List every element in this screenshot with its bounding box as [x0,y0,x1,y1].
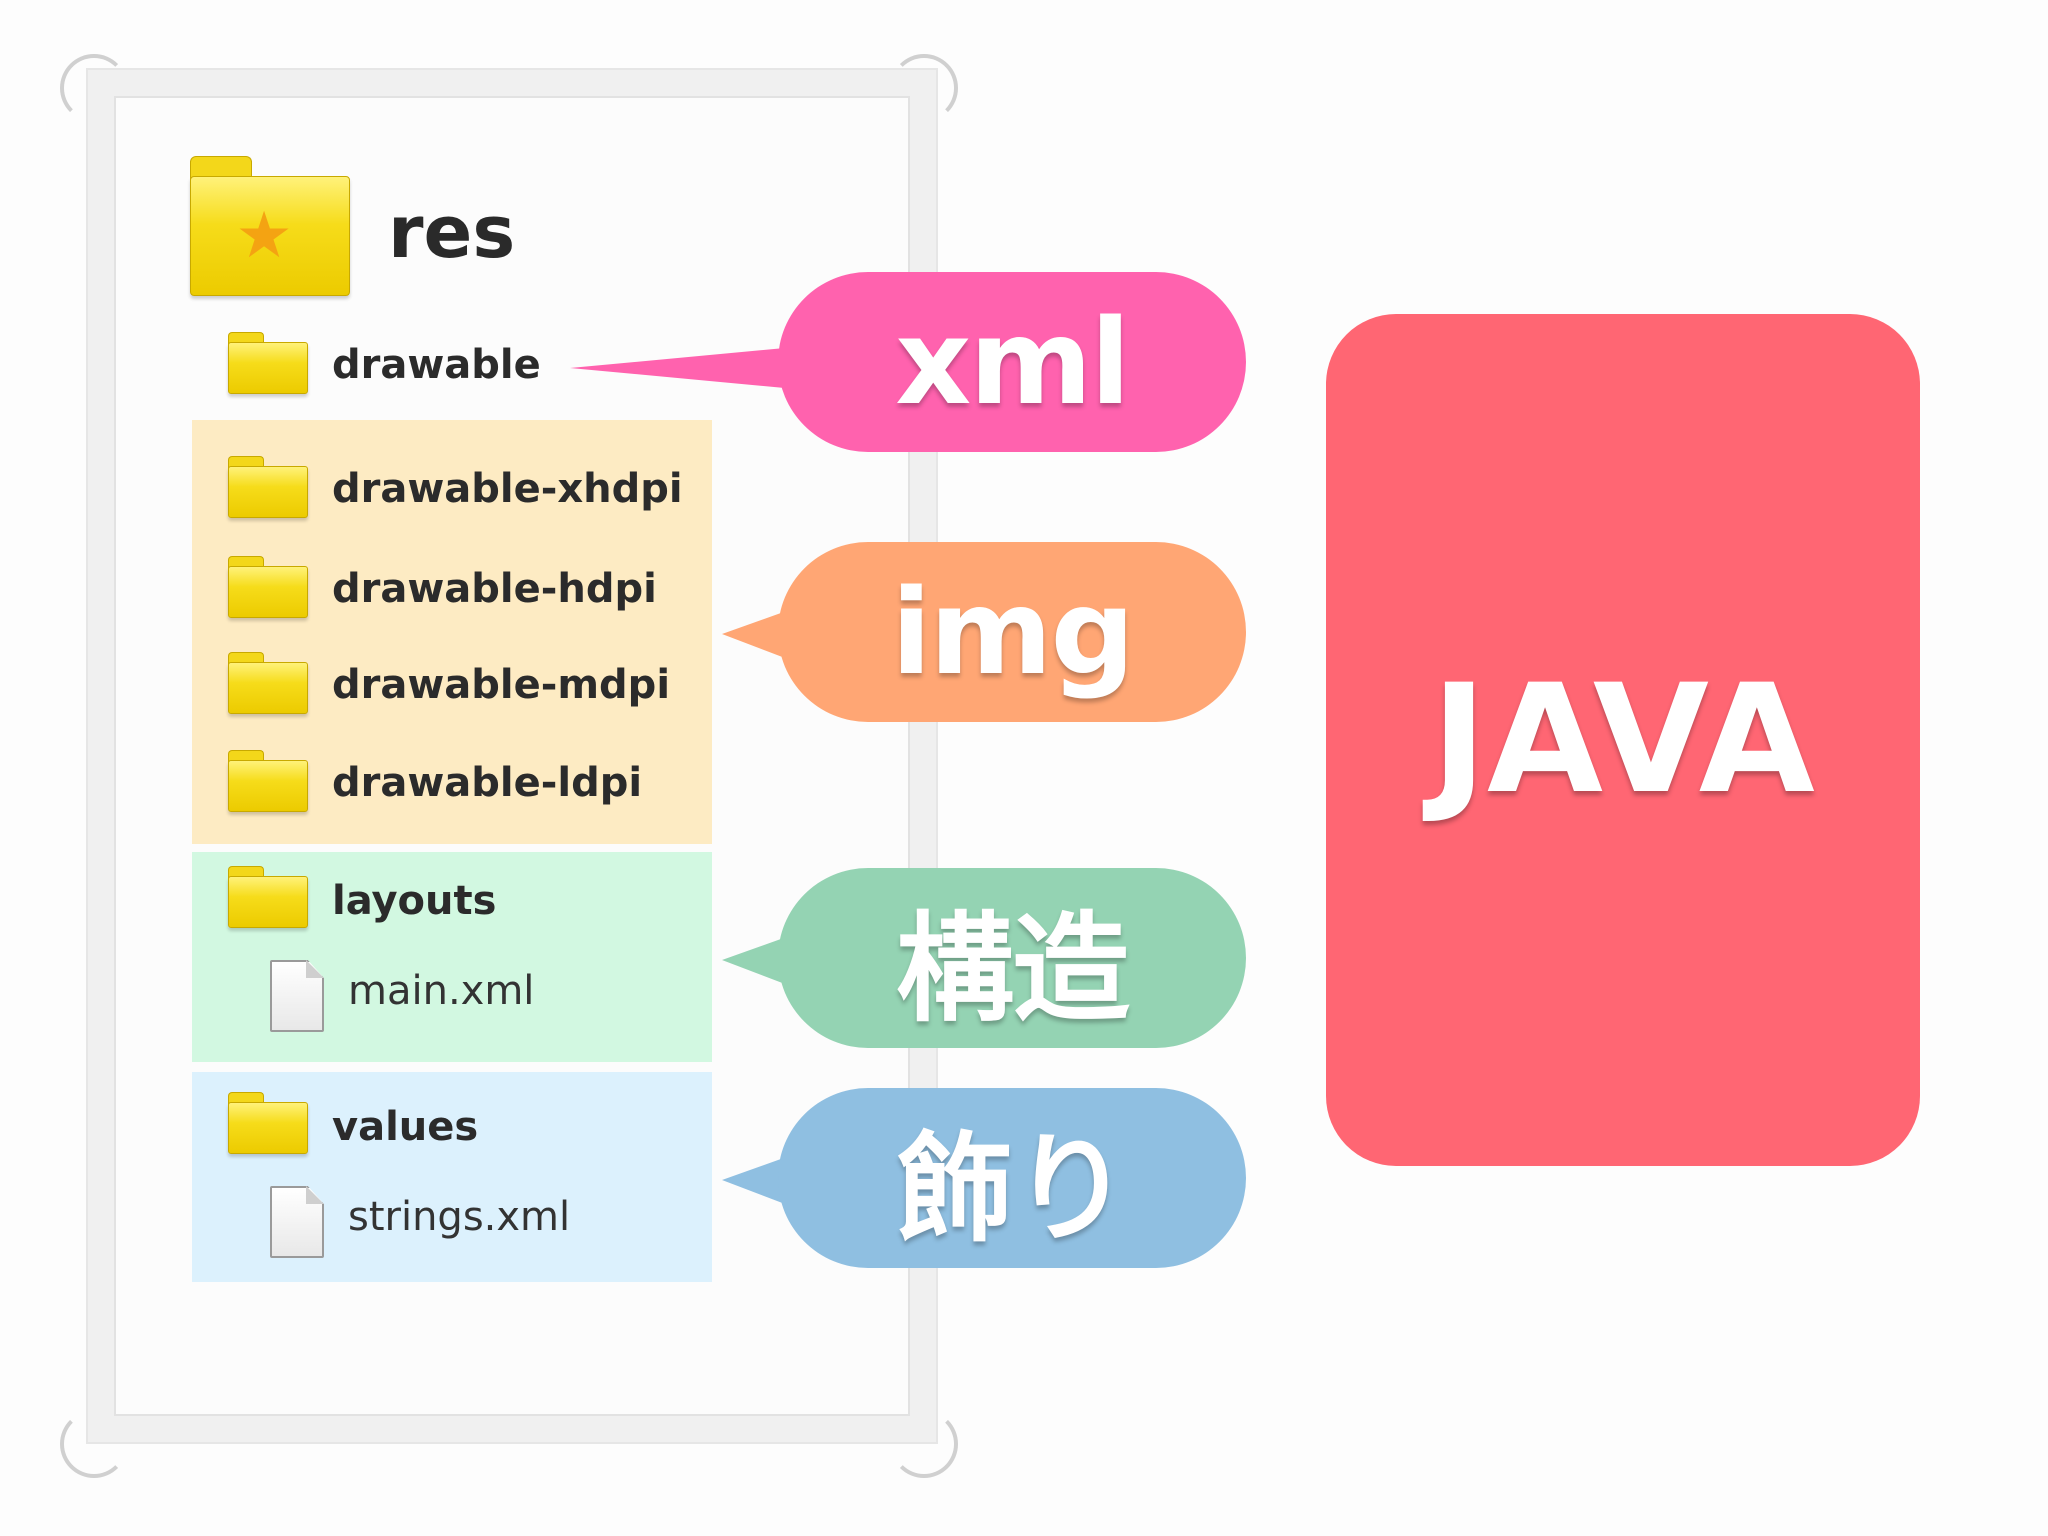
decoration-callout-text: 飾り [895,1119,1130,1258]
folder-label-values: values [332,1104,479,1150]
file-label-strings-xml: strings.xml [348,1194,571,1240]
file-icon [270,960,324,1032]
folder-icon [228,556,308,618]
frame-corner-bottom-left [60,1410,128,1478]
folder-label-drawable-ldpi: drawable-ldpi [332,760,643,806]
root-folder-label: res [388,190,516,274]
structure-callout: 構造 [778,868,1246,1048]
star-icon: ★ [235,199,293,273]
frame-corner-top-right [890,54,958,122]
folder-label-drawable: drawable [332,342,541,388]
folder-icon [228,456,308,518]
frame-corner-top-left [60,54,128,122]
decoration-callout: 飾り [778,1088,1246,1268]
xml-callout-pointer [570,346,806,390]
folder-label-drawable-mdpi: drawable-mdpi [332,662,671,708]
img-callout: img [778,542,1246,722]
star-folder-icon: ★ [190,156,350,296]
java-label: JAVA [1431,653,1815,827]
file-icon [270,1186,324,1258]
folder-icon [228,866,308,928]
folder-icon [228,332,308,394]
folder-icon [228,1092,308,1154]
folder-icon [228,750,308,812]
xml-callout-text: xml [895,293,1131,431]
folder-label-drawable-xhdpi: drawable-xhdpi [332,466,683,512]
img-callout-text: img [891,563,1135,701]
java-card: JAVA [1326,314,1920,1166]
structure-callout-text: 構造 [895,899,1130,1038]
folder-label-drawable-hdpi: drawable-hdpi [332,566,657,612]
folder-label-layouts: layouts [332,878,497,924]
xml-callout: xml [778,272,1246,452]
file-label-main-xml: main.xml [348,968,535,1014]
frame-corner-bottom-right [890,1410,958,1478]
folder-icon [228,652,308,714]
